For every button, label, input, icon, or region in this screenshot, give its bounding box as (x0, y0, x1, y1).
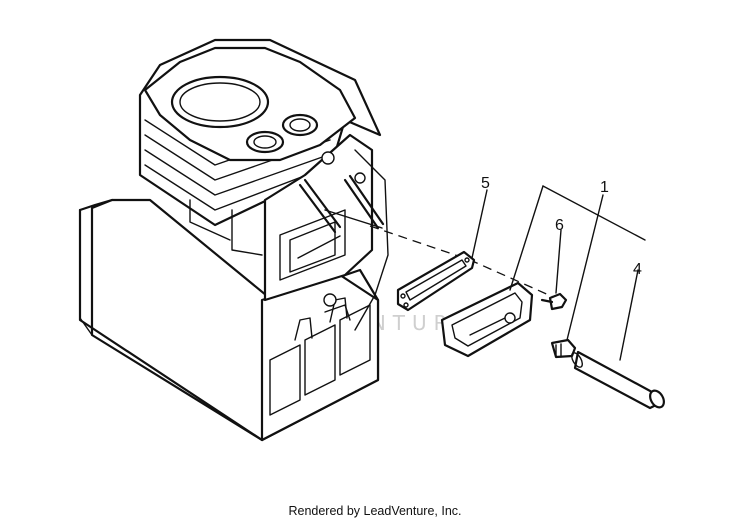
credit-caption: Rendered by LeadVenture, Inc. (288, 504, 462, 518)
callout-6: 6 (555, 217, 564, 234)
callout-1: 1 (600, 179, 609, 196)
gasket-part-5 (396, 250, 476, 312)
engine-block (78, 38, 389, 442)
breather-cover-part-1 (440, 281, 534, 358)
leader-lines (471, 185, 646, 361)
screw-part-6 (540, 292, 568, 311)
breather-fitting (550, 338, 577, 359)
callout-4: 4 (633, 261, 642, 278)
breather-tube-part-4 (571, 350, 665, 410)
callout-5: 5 (481, 175, 490, 192)
